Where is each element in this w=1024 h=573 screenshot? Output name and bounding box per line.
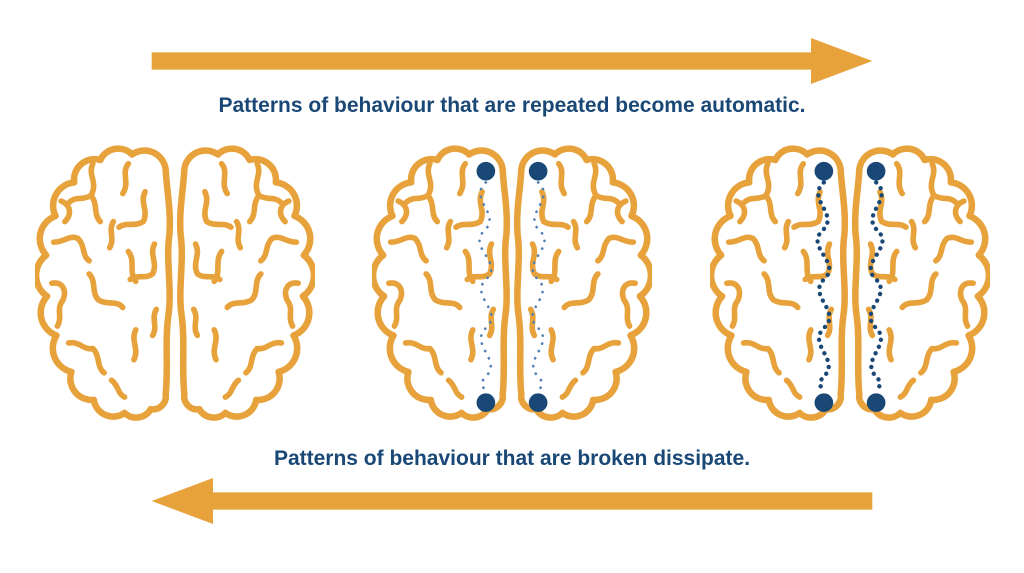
arrow-right-shape bbox=[151, 38, 873, 84]
caption-top: Patterns of behaviour that are repeated … bbox=[218, 94, 806, 117]
hemisphere-left bbox=[711, 149, 845, 418]
hemisphere-left bbox=[36, 149, 170, 418]
brain-1-no-pathway bbox=[35, 132, 315, 440]
brain-3-strong-pathway bbox=[710, 132, 990, 440]
brains-row bbox=[35, 132, 990, 440]
arrow-left-icon bbox=[151, 478, 873, 524]
hemisphere-left bbox=[373, 149, 507, 418]
caption-bottom: Patterns of behaviour that are broken di… bbox=[273, 447, 751, 470]
hemisphere-right bbox=[855, 149, 989, 418]
arrow-right-icon bbox=[151, 38, 873, 84]
hemisphere-right bbox=[517, 149, 651, 418]
brain-2-faint-pathway bbox=[372, 132, 652, 440]
arrow-left-shape bbox=[151, 478, 873, 524]
hemisphere-right bbox=[180, 149, 314, 418]
